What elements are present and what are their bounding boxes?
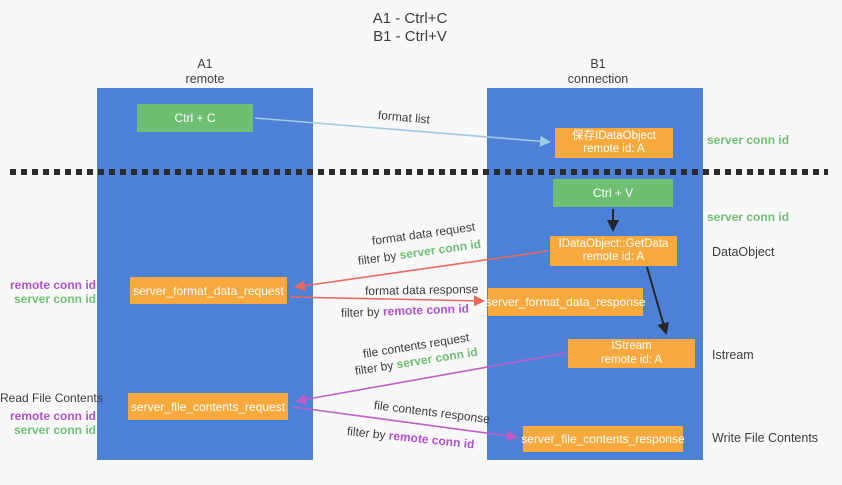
node-label: Ctrl + V (592, 186, 634, 200)
node-ctrl-v: Ctrl + V (553, 179, 673, 207)
lane-subtitle: connection (567, 71, 629, 86)
node-server-file-contents-response: server_file_contents_response (521, 426, 685, 452)
label-group-format-conn-ids: remote conn id server conn id (0, 278, 96, 306)
lane-subtitle: remote (185, 71, 225, 86)
filter-by-text: filter by (340, 304, 380, 320)
node-server-format-data-response: server_format_data_response (485, 288, 646, 316)
node-line: IStream (611, 340, 652, 352)
label-server-conn-id-format: server conn id (13, 292, 96, 306)
arrow-label-format-data-response: format data response (364, 282, 479, 298)
filter-by-text: filter by (357, 248, 398, 268)
diagram-title: A1 - Ctrl+C B1 - Ctrl+V (320, 10, 500, 46)
label-remote-conn-id-format: remote conn id (9, 278, 96, 292)
node-label: server_file_contents_request (130, 399, 286, 414)
node-label: server_format_data_request (133, 283, 284, 298)
node-line: remote id: A (600, 353, 663, 366)
lane-header-b1: B1 connection (538, 57, 658, 86)
title-line-2: B1 - Ctrl+V (373, 28, 447, 45)
label-write-file-contents: Write File Contents (712, 431, 819, 445)
filter-by-text: filter by (353, 358, 395, 378)
node-istream: IStream remote id: A (568, 339, 695, 368)
label-server-conn-id-mid: server conn id (707, 210, 790, 224)
remote-conn-id-text: remote conn id (382, 301, 470, 319)
node-line: IDataObject::GetData (558, 237, 669, 250)
label-remote-conn-id-file: remote conn id (9, 409, 96, 423)
lane-name: B1 (590, 57, 606, 71)
node-server-file-contents-request: server_file_contents_request (128, 393, 288, 420)
label-group-file-conn-ids: remote conn id server conn id (0, 409, 96, 437)
node-line: 保存IDataObject (572, 129, 656, 142)
filter-by-text: filter by (346, 424, 387, 443)
node-label: server_file_contents_response (521, 432, 685, 446)
node-server-format-data-request: server_format_data_request (130, 277, 287, 304)
node-line: remote id: A (582, 251, 645, 263)
node-save-idataobject: 保存IDataObject remote id: A (555, 128, 673, 158)
title-line-1: A1 - Ctrl+C (372, 10, 448, 27)
node-line: remote id: A (583, 143, 645, 155)
label-istream: Istream (712, 348, 754, 362)
remote-conn-id-text: remote conn id (388, 428, 476, 452)
label-read-file-contents: Read File Contents (0, 391, 103, 405)
node-idataobject-getdata: IDataObject::GetData remote id: A (550, 236, 677, 266)
arrow-label-filter-by-remote-conn-id: filter by remote conn id (341, 302, 469, 320)
arrow-label-file-contents-response: file contents response (373, 398, 491, 427)
lane-header-a1: A1 remote (145, 57, 265, 86)
lane-name: A1 (197, 57, 213, 71)
node-label: Ctrl + C (174, 111, 216, 125)
arrow-label-filter-by-remote-conn-id-2: filter by remote conn id (346, 424, 475, 451)
node-ctrl-c: Ctrl + C (137, 104, 253, 132)
node-label: server_format_data_response (485, 295, 646, 309)
label-server-conn-id-top: server conn id (707, 133, 790, 147)
label-dataobject: DataObject (712, 245, 775, 259)
label-server-conn-id-file: server conn id (13, 423, 96, 437)
arrow-label-format-list: format list (377, 108, 431, 127)
